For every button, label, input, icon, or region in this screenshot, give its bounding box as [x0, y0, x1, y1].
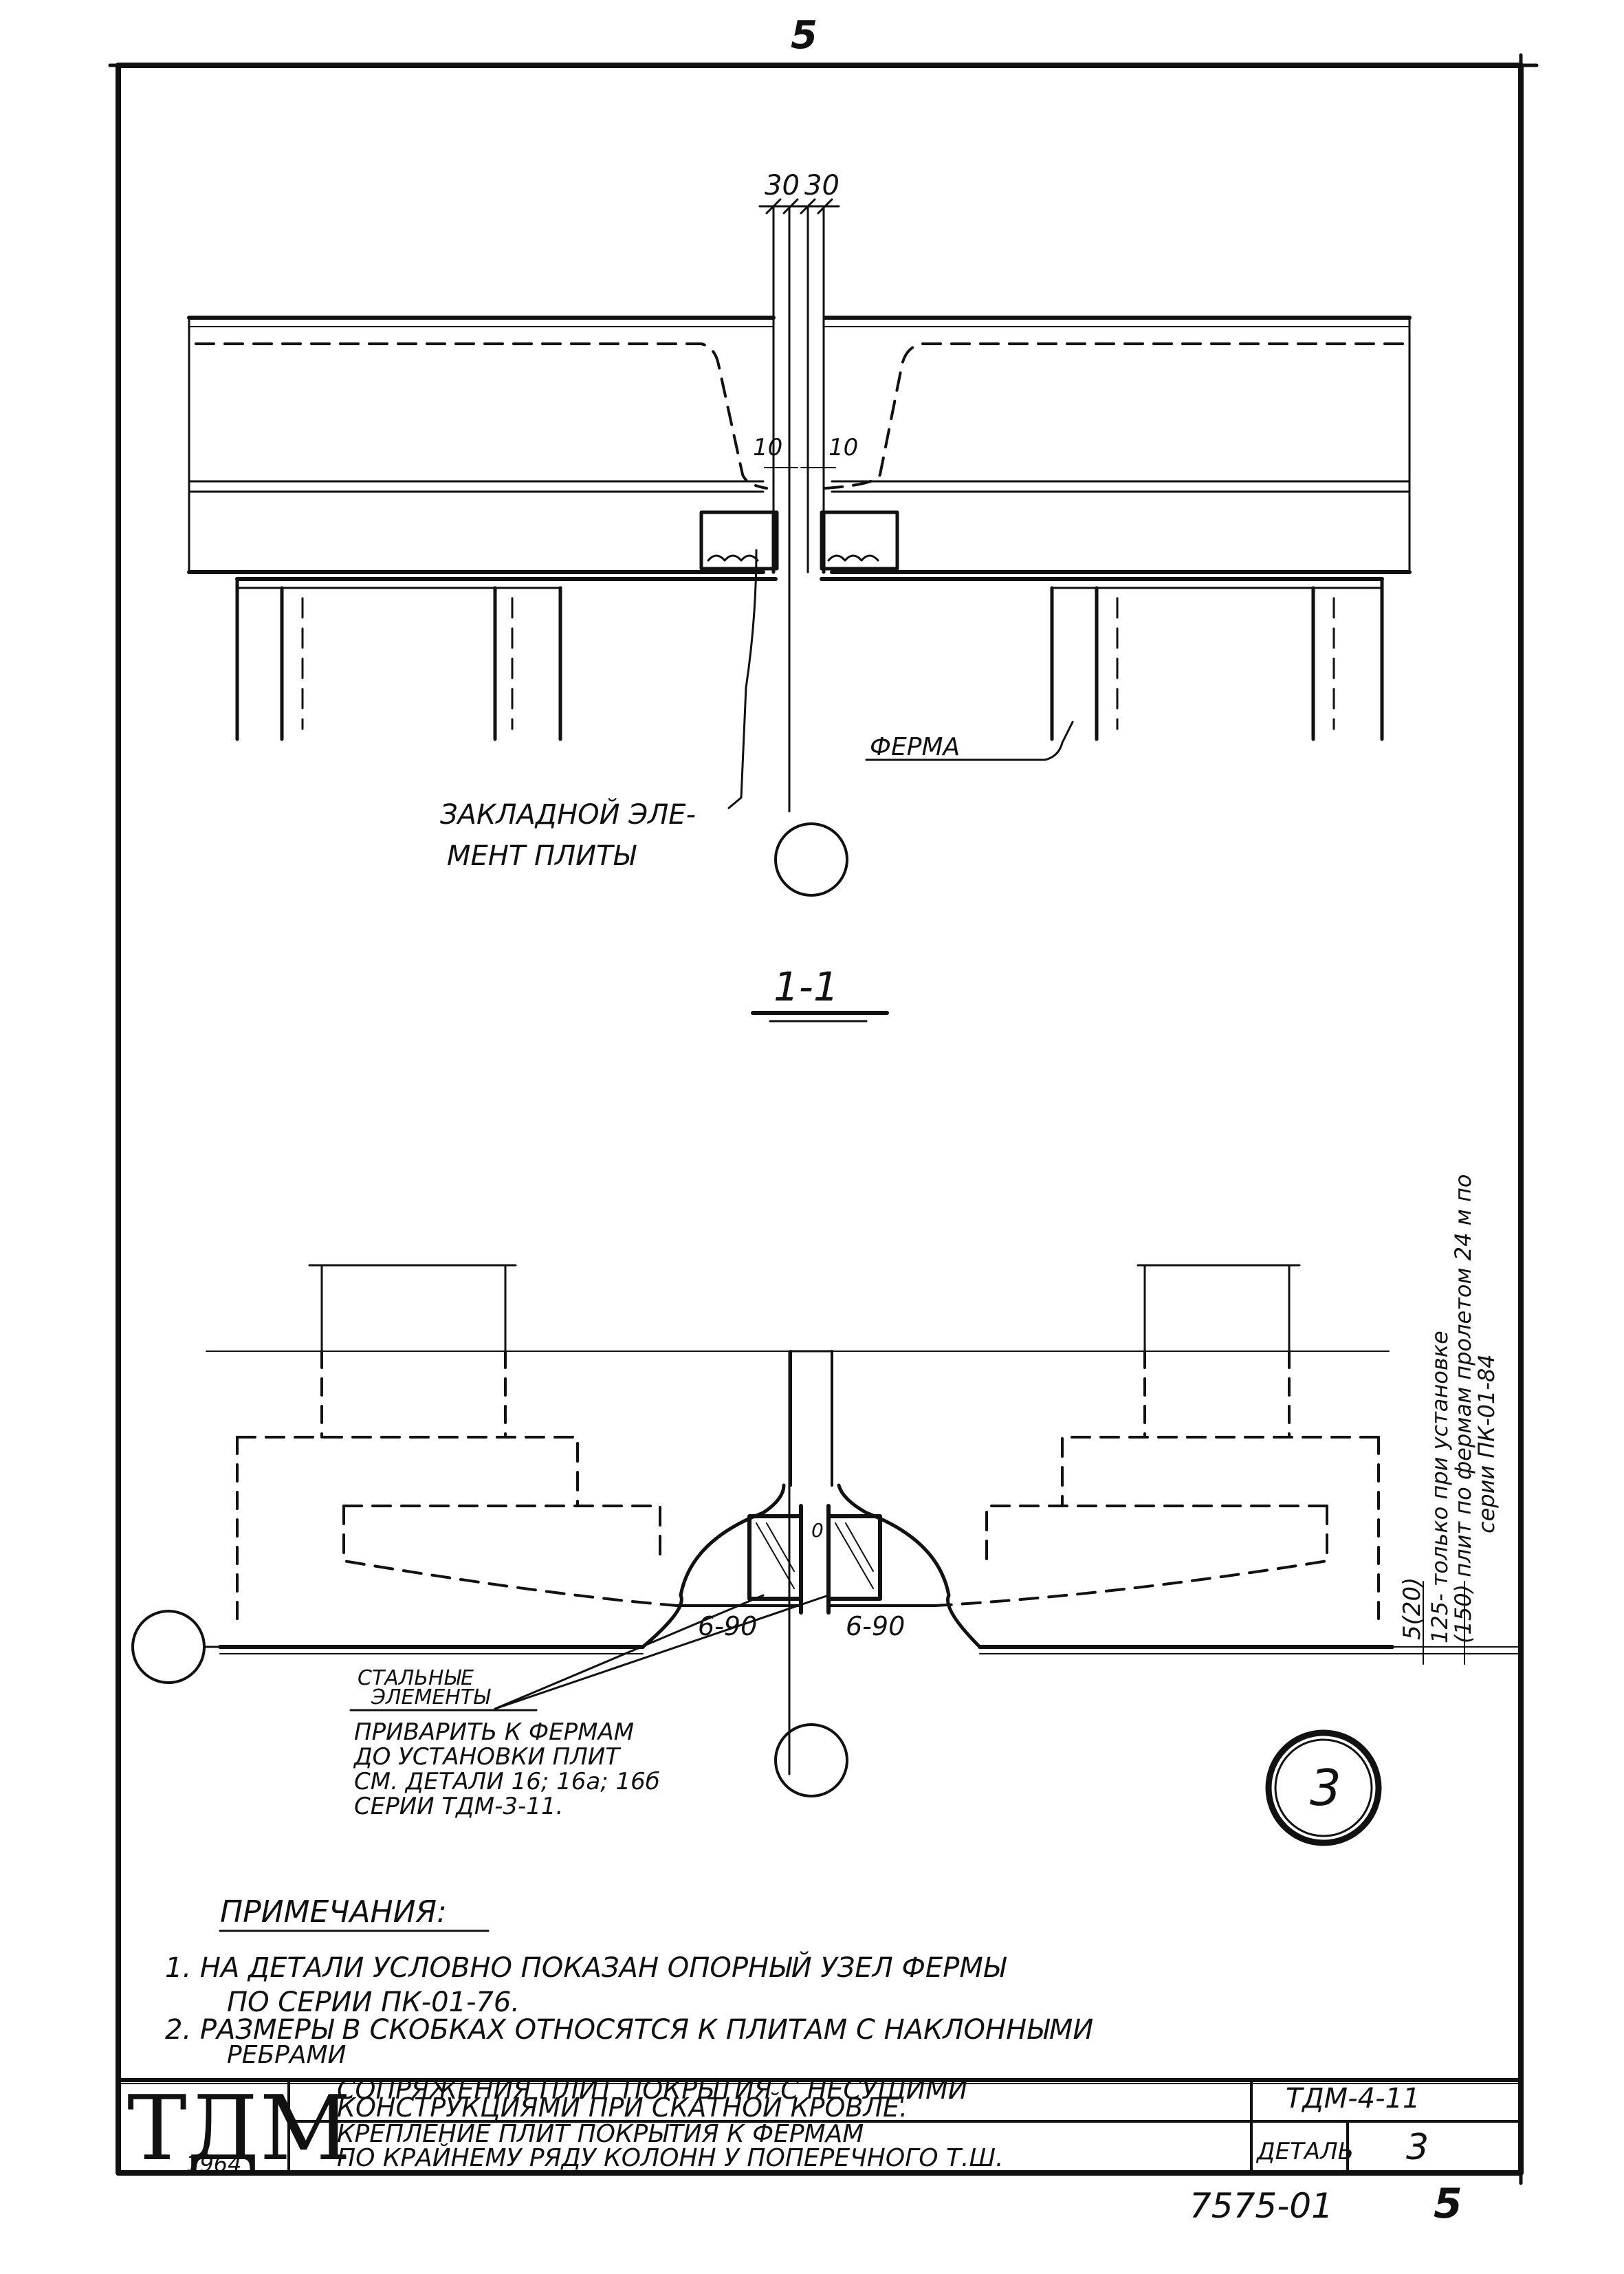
vertical-note: 125- только при установке (150) плит по … [1427, 1174, 1500, 1643]
steel-title-line1: СТАЛЬНЫЕ [358, 1666, 474, 1690]
section-1-drawing [187, 198, 1412, 1023]
note-1-line1: 1. НА ДЕТАЛИ УСЛОВНО ПОКАЗАН ОПОРНЫЙ УЗЕ… [165, 1951, 1007, 1984]
weld-left: 6-90 [698, 1611, 757, 1641]
page-top-number: 5 [791, 13, 818, 58]
dim-30-left: 30 [765, 170, 800, 201]
detail-marker-number: 3 [1310, 1759, 1341, 1817]
section-2-drawing [131, 1264, 1522, 1797]
tdm-logo: ТДМ [127, 2076, 351, 2180]
gap-10-left: 10 [753, 434, 782, 461]
detail-label: ДЕТАЛЬ [1255, 2138, 1354, 2165]
dim-30-right: 30 [804, 170, 840, 201]
steel-text-line1: ПРИВАРИТЬ К ФЕРМАМ [354, 1718, 634, 1746]
callout-embedded-line2: МЕНТ ПЛИТЫ [447, 840, 637, 872]
notes-title: ПРИМЕЧАНИЯ: [220, 1894, 447, 1929]
steel-text-line3: СМ. ДЕТАЛИ 16; 16а; 16б [354, 1768, 660, 1795]
page-bottom-number: 5 [1434, 2180, 1462, 2228]
dim-bottom: 5(20) [1398, 1577, 1426, 1640]
vertical-note-line2: (150) плит по фермам пролетом 24 м по [1450, 1174, 1476, 1643]
note-2-line1: 2. РАЗМЕРЫ В СКОБКАХ ОТНОСЯТСЯ К ПЛИТАМ … [165, 2014, 1093, 2046]
note-2-line2: РЕБРАМИ [227, 2041, 346, 2069]
subtitle-line2: ПО КРАЙНЕМУ РЯДУ КОЛОНН У ПОПЕРЕЧНОГО Т.… [337, 2143, 1003, 2172]
callout-embedded-line1: ЗАКЛАДНОЙ ЭЛЕ- [440, 798, 696, 831]
title-year: 1964 [186, 2151, 241, 2177]
title-line2: КОНСТРУКЦИЯМИ ПРИ СКАТНОЙ КРОВЛЕ. [337, 2092, 908, 2123]
callout-ferma: ФЕРМА [870, 733, 960, 761]
archive-number: 7575-01 [1189, 2186, 1333, 2226]
title-line1: СОПРЯЖЕНИЯ ПЛИТ ПОКРЫТИЯ С НЕСУЩИМИ [337, 2075, 967, 2105]
weld-right: 6-90 [846, 1611, 905, 1641]
vertical-note-line3: серии ПК-01-84 [1473, 1354, 1500, 1533]
detail-number: 3 [1406, 2127, 1429, 2168]
steel-title-line2: ЭЛЕМЕНТЫ [371, 1685, 491, 1709]
vertical-note-line1: 125- только при установке [1427, 1331, 1453, 1643]
steel-text-line4: СЕРИИ ТДМ-3-11. [354, 1793, 563, 1820]
title-block-frame [116, 2078, 1523, 2175]
note-1-line2: ПО СЕРИИ ПК-01-76. [227, 1987, 520, 2018]
steel-text-line2: ДО УСТАНОВКИ ПЛИТ [353, 1743, 621, 1771]
dim-small: 0 [811, 1519, 824, 1542]
section-label-1-1: 1-1 [773, 963, 839, 1010]
detail-marker: 3 [1265, 1729, 1382, 1846]
series-code: ТДМ-4-11 [1286, 2083, 1420, 2114]
gap-10-right: 10 [829, 434, 858, 461]
subtitle-line1: КРЕПЛЕНИЕ ПЛИТ ПОКРЫТИЯ К ФЕРМАМ [337, 2120, 864, 2148]
